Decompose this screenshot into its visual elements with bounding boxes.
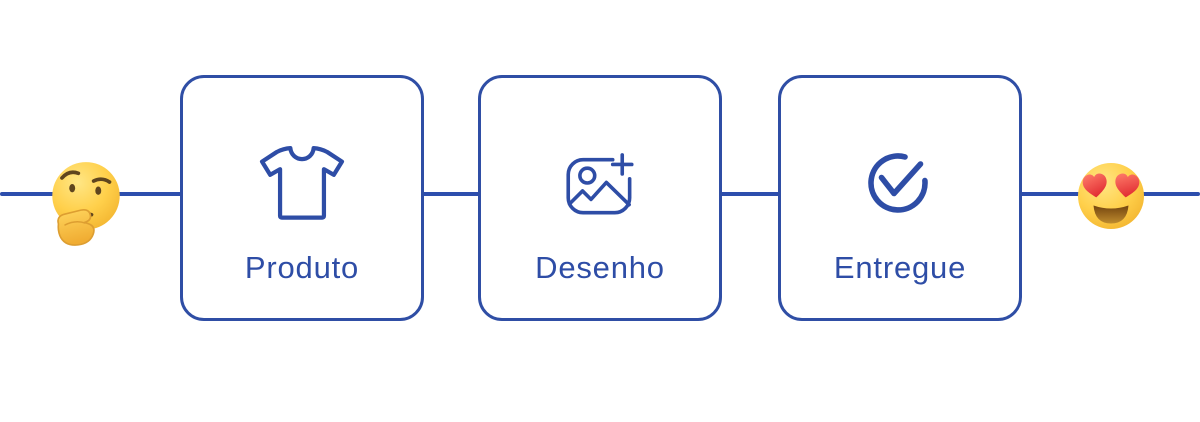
step-label-entregue: Entregue <box>833 250 967 285</box>
step-label-produto: Produto <box>244 250 360 285</box>
heart-eyes-icon <box>1078 163 1144 229</box>
tshirt-icon <box>183 135 421 231</box>
step-card-produto: Produto <box>180 75 424 321</box>
step-card-entregue: Entregue <box>778 75 1022 321</box>
heart-eyes-emoji <box>1074 160 1148 232</box>
step-card-desenho: Desenho <box>478 75 722 321</box>
step-label-desenho: Desenho <box>535 250 665 285</box>
check-circle-icon <box>781 135 1019 231</box>
thinking-face-icon <box>52 162 120 246</box>
image-plus-icon <box>481 135 719 231</box>
thinking-face-emoji <box>45 157 127 251</box>
